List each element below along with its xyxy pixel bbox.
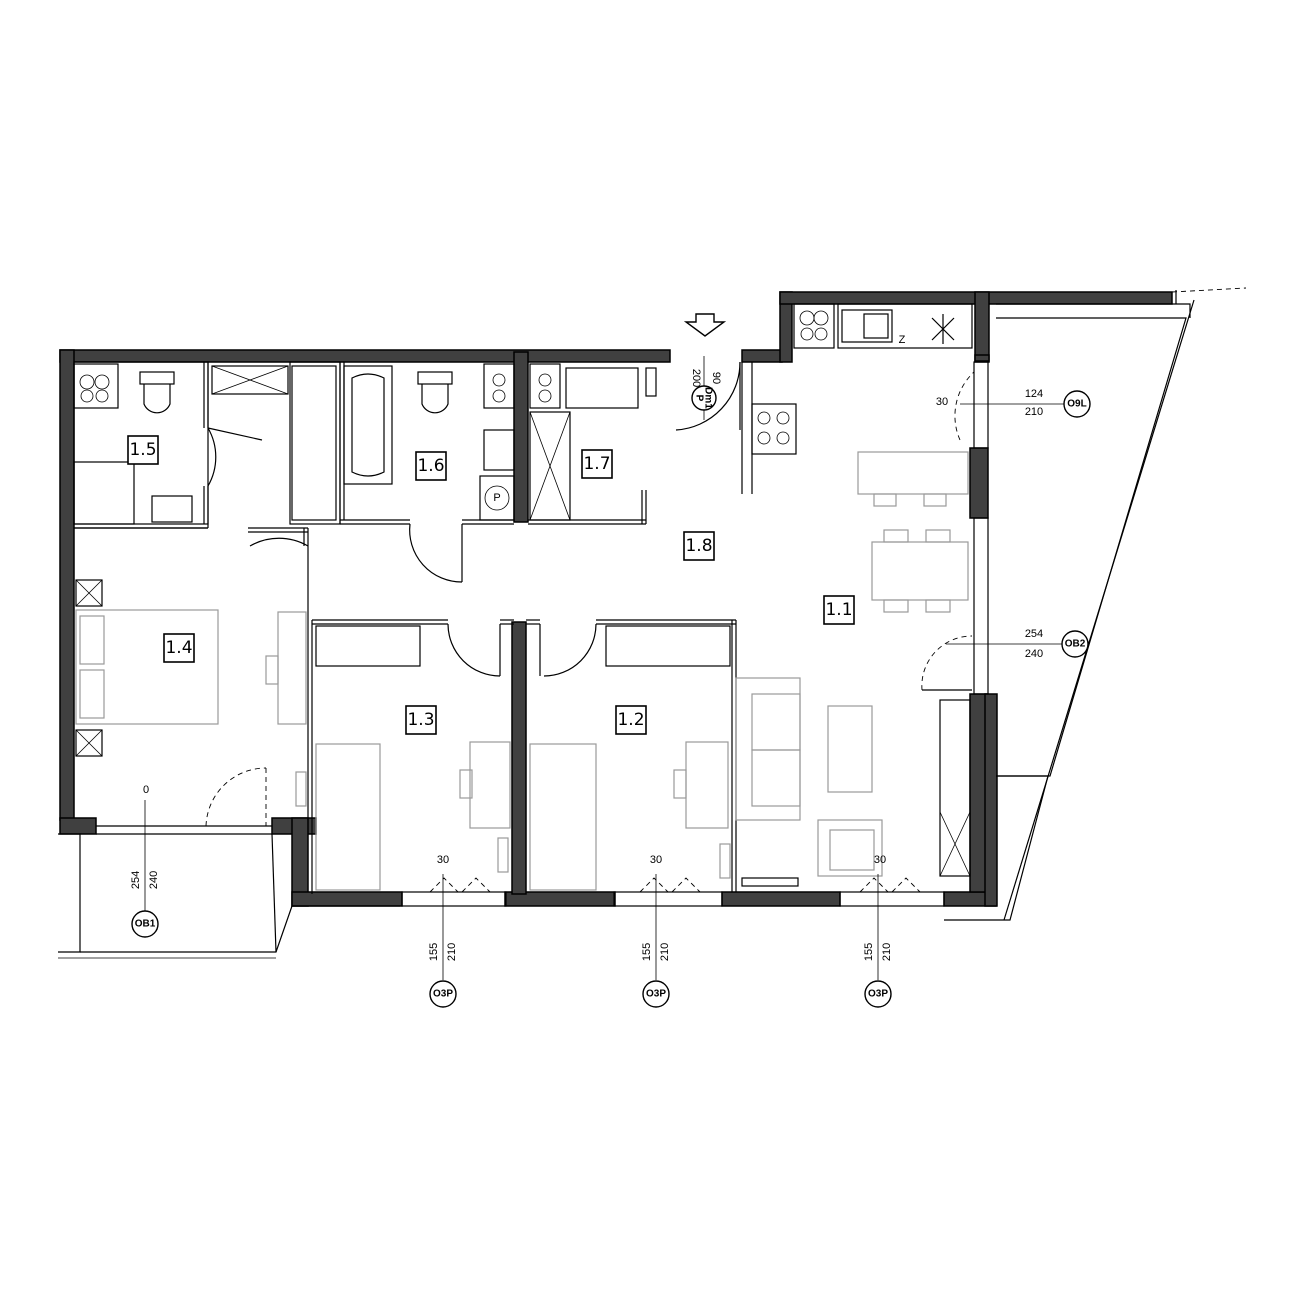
room-label-text: 1.2 <box>617 710 644 730</box>
window-height: 210 <box>446 943 458 961</box>
window-width: 155 <box>428 943 440 961</box>
room-label-text: 1.4 <box>165 638 192 658</box>
window-sill: 30 <box>437 854 449 866</box>
window-width: 155 <box>641 943 653 961</box>
washer-mark: P <box>493 492 500 504</box>
doors <box>205 361 975 893</box>
window-tag: O9L <box>1067 399 1086 410</box>
window-tag: OB2 <box>1065 639 1086 650</box>
window-width: 254 <box>1025 628 1043 640</box>
window-tag-o9l: 30 124 210 O9L <box>936 388 1091 418</box>
window-tag: O3P <box>433 989 453 1000</box>
window-width: 254 <box>130 871 142 889</box>
window-sill: 30 <box>874 854 886 866</box>
window-height: 210 <box>881 943 893 961</box>
window-sill: 0 <box>143 784 149 796</box>
door-height: 200 <box>690 369 702 387</box>
window-tag-o3p-3: 30 155 210 O3P <box>863 854 893 1008</box>
window-tag-o3p-1: 30 155 210 O3P <box>428 854 458 1008</box>
window-sill: 30 <box>936 396 948 408</box>
room-label-1-3: 1.3 <box>405 705 437 735</box>
partitions <box>58 287 1247 959</box>
window-tag: O3P <box>646 989 666 1000</box>
window-tag-o3p-2: 30 155 210 O3P <box>641 854 671 1008</box>
room-label-1-6: 1.6 <box>415 451 447 481</box>
room-label-1-4: 1.4 <box>163 633 195 663</box>
window-height: 240 <box>148 871 160 889</box>
window-height: 210 <box>659 943 671 961</box>
door-side: P <box>694 395 705 402</box>
window-tag: OB1 <box>135 919 156 930</box>
window-tag-ob2: 254 240 OB2 <box>946 628 1089 660</box>
room-label-text: 1.7 <box>583 454 610 474</box>
room-label-text: 1.5 <box>129 440 156 460</box>
window-height: 240 <box>1025 648 1043 660</box>
room-label-text: 1.6 <box>417 456 444 476</box>
room-label-text: 1.1 <box>825 600 852 620</box>
room-label-1-1: 1.1 <box>823 595 855 625</box>
room-label-1-8: 1.8 <box>683 531 715 561</box>
window-width: 124 <box>1025 388 1043 400</box>
room-label-text: 1.3 <box>407 710 434 730</box>
window-tag-ob1: 0 254 240 OB1 <box>130 784 160 938</box>
entrance-arrow-icon <box>683 313 727 337</box>
entrance-door-tag: 90 200 Dm1 P <box>690 356 722 420</box>
window-width: 155 <box>863 943 875 961</box>
fixtures <box>73 303 973 891</box>
window-tag: O3P <box>868 989 888 1000</box>
room-label-text: 1.8 <box>685 536 712 556</box>
sink-mark: Z <box>899 334 906 346</box>
exterior-walls <box>59 291 1173 907</box>
window-height: 210 <box>1025 406 1043 418</box>
room-label-1-2: 1.2 <box>615 705 647 735</box>
room-label-1-7: 1.7 <box>581 449 613 479</box>
room-label-1-5: 1.5 <box>127 435 159 465</box>
door-width: 90 <box>710 372 722 384</box>
window-sill: 30 <box>650 854 662 866</box>
door-tag: Dm1 <box>703 387 714 409</box>
